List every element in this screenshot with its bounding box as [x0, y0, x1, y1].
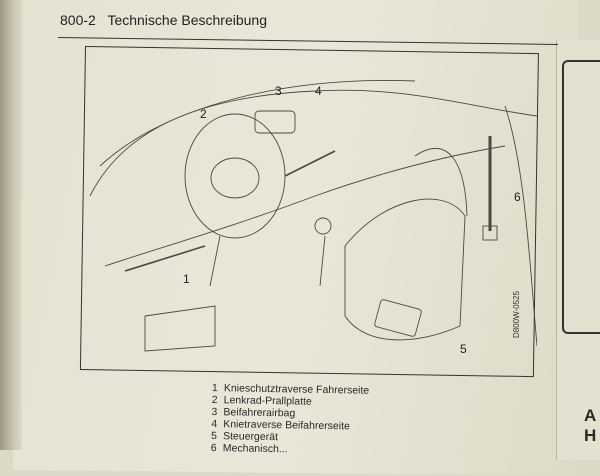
legend-label: Mechanisch... — [222, 442, 288, 456]
next-page-letter: A — [584, 406, 597, 425]
callout-2: 2 — [200, 107, 207, 121]
dash-lower — [104, 145, 506, 267]
legend-number: 3 — [211, 405, 218, 419]
page-title: Technische Beschreibung — [107, 12, 267, 28]
seat — [344, 198, 466, 341]
page-number: 800-2 — [60, 12, 96, 28]
next-page-frame — [562, 60, 600, 334]
callout-6: 6 — [514, 190, 521, 204]
next-page-heading: A H — [584, 406, 596, 446]
floor-mat — [144, 305, 216, 352]
belt-pretensioner — [482, 225, 498, 241]
steering-column — [209, 235, 221, 287]
control-unit — [374, 299, 422, 337]
next-page-letter: H — [584, 426, 597, 445]
driver-knee-bar — [124, 245, 206, 272]
legend-number: 5 — [210, 429, 218, 443]
callout-4: 4 — [315, 84, 322, 98]
drawing-code: D800W-0525 — [512, 291, 521, 338]
callout-1: 1 — [183, 272, 190, 286]
legend-number: 1 — [211, 382, 218, 395]
callout-3: 3 — [275, 84, 282, 98]
seat-back — [414, 148, 468, 217]
passenger-knee-bar — [284, 150, 336, 177]
dashboard-outline — [89, 89, 537, 197]
callout-5: 5 — [460, 342, 467, 356]
legend-number: 2 — [211, 393, 218, 407]
legend-number: 4 — [211, 417, 218, 431]
steering-hub — [210, 157, 260, 199]
airbag-system-illustration — [89, 80, 537, 352]
gear-lever — [314, 217, 332, 287]
passenger-airbag — [254, 110, 296, 134]
legend-number: 6 — [210, 441, 217, 455]
legend-label: Steuergerät — [222, 430, 279, 444]
windshield-line — [99, 80, 416, 167]
page-header: 800-2 Technische Beschreibung — [60, 12, 267, 28]
door-line — [504, 105, 537, 347]
page-edge — [0, 0, 22, 450]
